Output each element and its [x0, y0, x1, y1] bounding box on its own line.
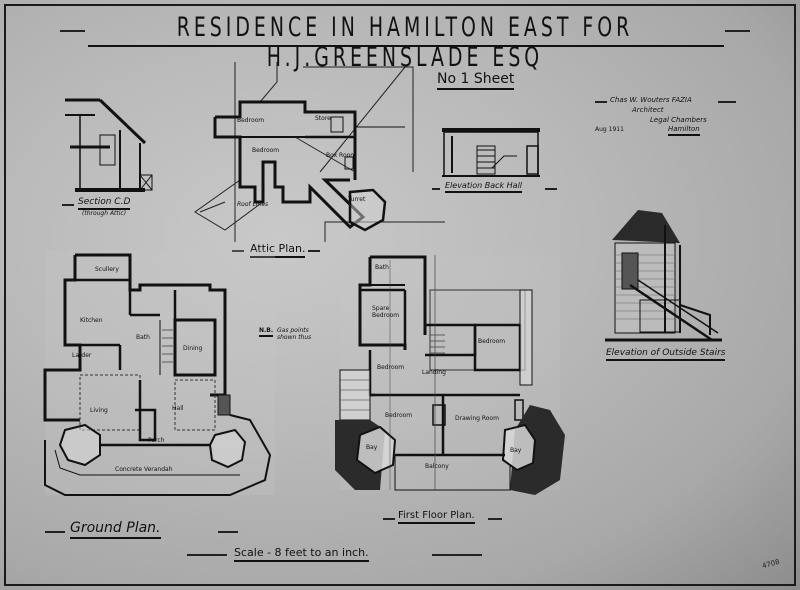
- attic-room-label: Bedroom: [252, 147, 280, 154]
- first-room-label: Landing: [422, 369, 446, 376]
- attic-room-label: Box Room: [326, 152, 357, 159]
- ground-room-label: Dining: [183, 345, 203, 352]
- architect-name: Chas W. Wouters FAZIA: [610, 96, 692, 104]
- hall-dash: [432, 188, 440, 190]
- attic-dash: [232, 250, 244, 252]
- hall-elevation-label: Elevation Back Hall: [445, 181, 523, 193]
- arch-dash: [718, 101, 736, 103]
- first-room-label: Bedroom: [478, 338, 506, 345]
- ground-room-label: Porch: [148, 437, 165, 444]
- roof-lines-note: Roof Lines: [237, 201, 269, 208]
- first-room-label: Balcony: [425, 463, 449, 470]
- title-dash-left: [60, 30, 85, 32]
- drawing-date: Aug 1911: [595, 126, 624, 133]
- first-dash: [488, 518, 502, 520]
- ground-room-label: Scullery: [95, 266, 119, 273]
- section-dash: [62, 204, 74, 206]
- sheet-number: No 1 Sheet: [437, 71, 515, 90]
- first-room-label: Spare Bedroom: [372, 305, 400, 319]
- outside-stairs-drawing: [605, 210, 722, 342]
- attic-dash: [308, 250, 320, 252]
- architect-role: Architect: [632, 106, 664, 114]
- section-sublabel: (through Attic): [82, 210, 127, 217]
- first-dash: [383, 518, 395, 520]
- outside-stairs-label: Elevation of Outside Stairs: [606, 348, 726, 361]
- first-room-label: Bay: [510, 447, 522, 454]
- ground-room-label: Hall: [172, 405, 184, 412]
- attic-room-label: Bedroom: [237, 117, 265, 124]
- attic-room-label: Turret: [348, 196, 366, 203]
- title-dash-right: [725, 30, 750, 32]
- first-room-label: Bedroom: [385, 412, 413, 419]
- hall-elevation-drawing: [442, 128, 540, 177]
- first-room-label: Bay: [366, 444, 378, 451]
- section-label: Section C.D: [78, 197, 131, 210]
- ground-room-label: Bath: [136, 334, 150, 341]
- gas-note-text: Gas points shown thus: [277, 327, 312, 341]
- ground-room-label: Kitchen: [80, 317, 103, 324]
- ground-room-label: Living: [90, 407, 108, 414]
- gas-note-label: N.B.: [259, 327, 274, 337]
- architect-address: Legal Chambers: [650, 116, 707, 124]
- ground-dash: [218, 531, 238, 533]
- first-room-label: Bedroom: [377, 364, 405, 371]
- ground-plan-label: Ground Plan.: [70, 520, 161, 539]
- attic-plan-label: Attic Plan.: [250, 242, 306, 258]
- title-underline: [88, 45, 724, 47]
- arch-dash: [595, 101, 607, 103]
- scale-label: Scale - 8 feet to an inch.: [234, 546, 369, 562]
- sheet-border: [4, 4, 796, 586]
- first-room-label: Drawing Room: [455, 415, 499, 422]
- attic-room-label: Store: [315, 115, 331, 122]
- sheet-title: RESIDENCE IN HAMILTON EAST FOR H.J.GREEN…: [176, 12, 634, 72]
- architect-town: Hamilton: [668, 125, 700, 136]
- ground-dash: [45, 531, 65, 533]
- section-drawing: [65, 98, 153, 192]
- scale-dash: [432, 554, 482, 556]
- hall-dash: [545, 188, 557, 190]
- first-floor-plan-label: First Floor Plan.: [398, 510, 475, 524]
- ground-room-label: Larder: [72, 352, 92, 359]
- ground-room-label: Concrete Verandah: [115, 466, 173, 473]
- first-room-label: Bath: [375, 264, 389, 271]
- scale-dash: [187, 554, 227, 556]
